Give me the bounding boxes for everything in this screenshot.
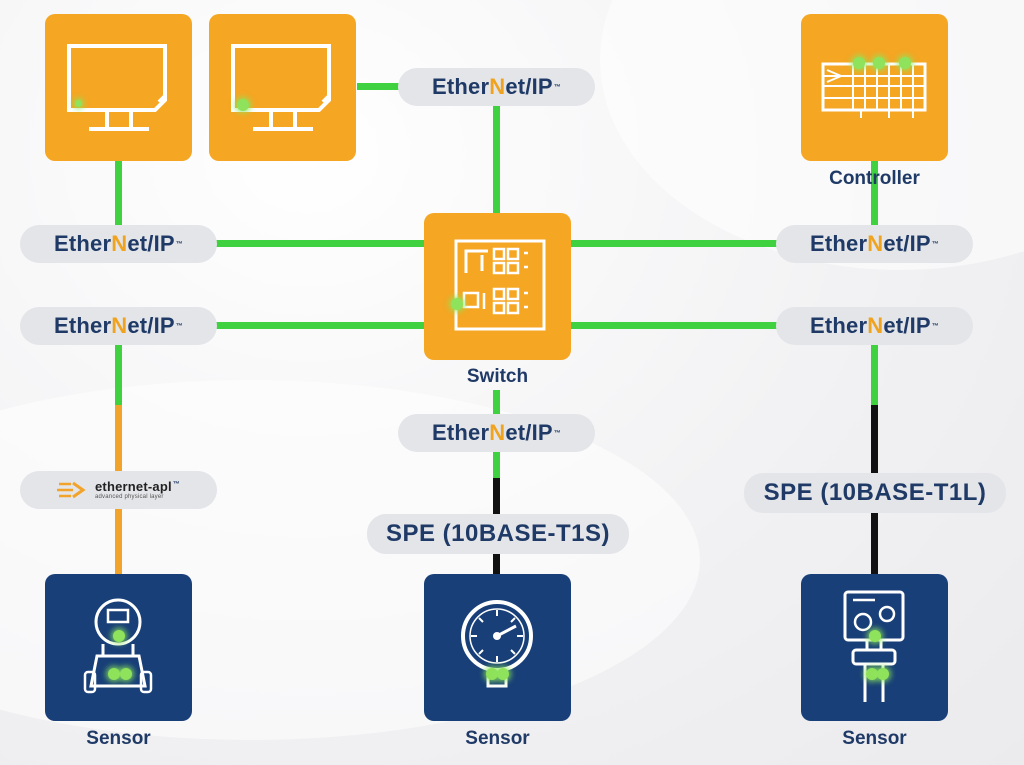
status-led <box>866 668 878 680</box>
controller-node <box>801 14 948 161</box>
status-led <box>873 57 885 69</box>
apl-arrow-icon <box>56 481 86 499</box>
status-led <box>853 57 865 69</box>
sensor-left-node <box>45 574 192 721</box>
status-led <box>108 668 120 680</box>
status-led <box>497 668 509 680</box>
status-led <box>237 99 249 111</box>
network-switch-icon <box>454 239 546 331</box>
status-led <box>486 668 498 680</box>
switch-label: Switch <box>466 366 529 387</box>
wire-row1-left <box>115 240 425 247</box>
wire-left-down-green <box>115 325 122 407</box>
wire-controller-down <box>871 160 878 245</box>
sensor-left-label: Sensor <box>86 728 151 749</box>
sensor-center-label: Sensor <box>465 728 530 749</box>
spe-t1l-label: SPE (10BASE-T1L) <box>744 473 1006 513</box>
monitor-2-node <box>209 14 356 161</box>
pressure-gauge-icon <box>461 600 533 688</box>
wire-top-to-switch <box>493 86 500 214</box>
status-led <box>899 57 911 69</box>
plc-controller-icon <box>821 62 927 118</box>
sensor-right-label: Sensor <box>842 728 907 749</box>
wire-row2-left <box>115 322 425 329</box>
wire-monitor1-down <box>115 160 122 245</box>
status-led <box>451 298 463 310</box>
level-transmitter-icon <box>843 590 905 702</box>
wire-row2-right <box>570 322 878 329</box>
ethernet-apl-label: ethernet-apl™ advanced physical layer <box>20 471 217 509</box>
switch-node <box>424 213 571 360</box>
status-led <box>75 100 82 107</box>
wire-right-down-green <box>871 325 878 407</box>
monitor-icon <box>231 44 331 131</box>
status-led <box>113 630 125 642</box>
controller-label: Controller <box>829 168 920 189</box>
monitor-1-node <box>45 14 192 161</box>
status-led <box>869 630 881 642</box>
status-led <box>877 668 889 680</box>
sensor-center-node <box>424 574 571 721</box>
wire-row1-right <box>570 240 878 247</box>
sensor-right-node <box>801 574 948 721</box>
status-led <box>120 668 132 680</box>
flow-transmitter-icon <box>83 598 153 694</box>
spe-t1s-label: SPE (10BASE-T1S) <box>367 514 629 554</box>
monitor-icon <box>67 44 167 131</box>
